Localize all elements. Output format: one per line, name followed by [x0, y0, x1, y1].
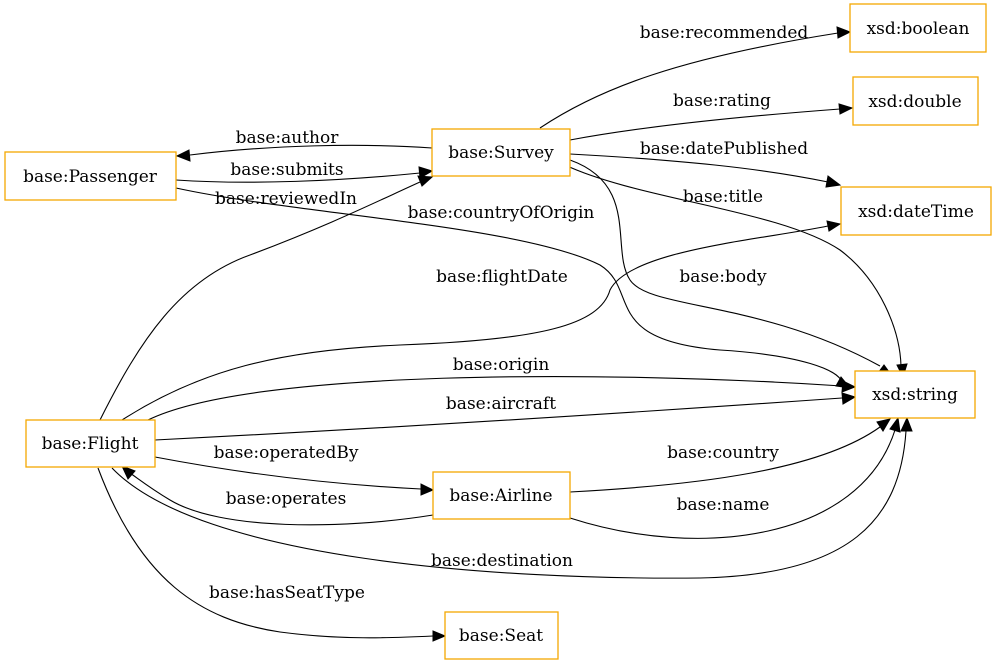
edge-label-rating: base:rating	[673, 91, 771, 111]
node-base-flight[interactable]: base:Flight	[25, 419, 156, 468]
edge-label-date-published: base:datePublished	[640, 139, 808, 159]
edge-label-flight-date: base:flightDate	[436, 267, 568, 287]
node-label-base-seat: base:Seat	[459, 626, 543, 646]
edge-flight-date: base:flightDate	[121, 220, 842, 421]
edge-label-submits: base:submits	[230, 160, 343, 180]
edge-country: base:country	[569, 418, 892, 493]
node-xsd-boolean[interactable]: xsd:boolean	[849, 3, 987, 53]
node-xsd-double[interactable]: xsd:double	[852, 76, 979, 126]
edge-name: base:name	[569, 416, 901, 539]
edge-rating: base:rating	[569, 91, 854, 141]
edge-origin: base:origin	[147, 355, 857, 421]
edge-operated-by: base:operatedBy	[154, 443, 435, 496]
edge-label-author: base:author	[236, 128, 340, 148]
node-base-airline[interactable]: base:Airline	[432, 471, 571, 520]
edge-aircraft: base:aircraft	[154, 392, 857, 441]
edge-label-country: base:country	[667, 443, 779, 463]
node-label-xsd-string: xsd:string	[872, 385, 958, 405]
edge-date-published: base:datePublished	[569, 139, 842, 188]
node-label-xsd-datetime: xsd:dateTime	[858, 202, 974, 222]
edge-label-operated-by: base:operatedBy	[214, 443, 359, 463]
node-label-base-passenger: base:Passenger	[23, 167, 158, 187]
node-xsd-datetime[interactable]: xsd:dateTime	[840, 186, 992, 236]
node-base-seat[interactable]: base:Seat	[444, 611, 559, 660]
node-label-base-flight: base:Flight	[42, 434, 139, 454]
edge-operates: base:operates	[121, 465, 434, 526]
edge-has-seat-type: base:hasSeatType	[97, 467, 447, 642]
node-xsd-string[interactable]: xsd:string	[854, 370, 976, 419]
edge-author: base:author	[175, 128, 433, 162]
edge-recommended: base:recommended	[539, 23, 852, 129]
edge-label-country-of-origin: base:countryOfOrigin	[408, 203, 595, 223]
edge-label-reviewed-in: base:reviewedIn	[215, 189, 357, 209]
edge-destination: base:destination	[111, 416, 913, 579]
node-label-base-survey: base:Survey	[448, 143, 554, 163]
edge-label-has-seat-type: base:hasSeatType	[209, 583, 365, 603]
edge-label-name: base:name	[677, 495, 770, 515]
node-base-survey[interactable]: base:Survey	[431, 128, 571, 177]
node-label-base-airline: base:Airline	[449, 486, 552, 506]
edge-label-aircraft: base:aircraft	[446, 394, 556, 414]
edge-label-origin: base:origin	[453, 355, 550, 375]
node-label-xsd-boolean: xsd:boolean	[867, 19, 970, 39]
edge-country-of-origin: base:countryOfOrigin	[99, 175, 595, 421]
edge-label-body: base:body	[679, 267, 767, 287]
edge-label-title: base:title	[683, 187, 763, 207]
edge-submits: base:submits	[175, 160, 434, 183]
edge-label-destination: base:destination	[431, 551, 573, 571]
edge-label-operates: base:operates	[226, 489, 347, 509]
edge-reviewed-in: base:reviewedIn	[175, 187, 852, 389]
edge-label-recommended: base:recommended	[640, 23, 809, 43]
node-base-passenger[interactable]: base:Passenger	[4, 151, 177, 201]
node-label-xsd-double: xsd:double	[868, 92, 961, 112]
